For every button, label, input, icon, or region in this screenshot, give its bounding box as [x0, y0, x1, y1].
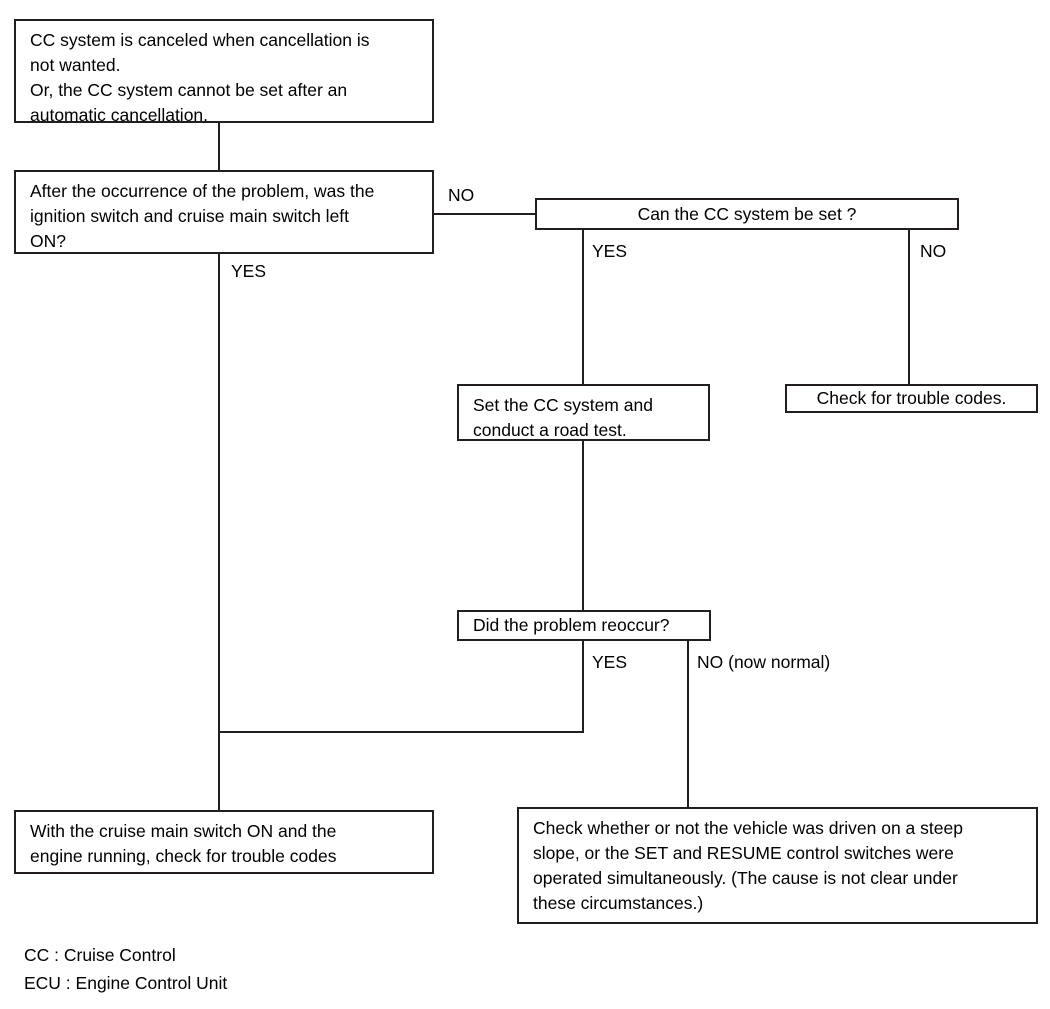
node-set-and-road-test-text: Set the CC system and conduct a road tes…: [473, 395, 653, 440]
node-problem-statement-text: CC system is canceled when cancellation …: [30, 30, 370, 125]
node-question-can-be-set-text: Can the CC system be set ?: [637, 203, 857, 224]
node-problem-statement: CC system is canceled when cancellation …: [14, 19, 434, 125]
edge-question2-yes-vertical: [582, 229, 584, 384]
node-question-reoccur-text: Did the problem reoccur?: [473, 615, 670, 635]
node-question-reoccur: Did the problem reoccur?: [457, 610, 711, 641]
edge-question1-no-horizontal: [433, 213, 537, 215]
edge-label-question1-yes: YES: [231, 261, 267, 281]
node-check-steep-slope: Check whether or not the vehicle was dri…: [517, 807, 1038, 924]
edge-question3-no-vertical: [687, 640, 689, 808]
node-check-trouble-codes: Check for trouble codes.: [785, 384, 1038, 413]
edge-question3-yes-horizontal: [218, 731, 584, 733]
edge-question3-yes-vertical: [582, 640, 584, 733]
node-question-switches-left-on: After the occurrence of the problem, was…: [14, 170, 434, 254]
edge-question1-yes-vertical: [218, 253, 220, 811]
node-check-trouble-codes-text: Check for trouble codes.: [816, 388, 1007, 408]
node-question-switches-left-on-text: After the occurrence of the problem, was…: [30, 181, 375, 251]
node-check-steep-slope-text: Check whether or not the vehicle was dri…: [533, 818, 963, 913]
edge-label-question2-yes: YES: [592, 241, 628, 261]
edge-label-question1-no: NO: [448, 185, 475, 205]
node-cruise-on-check-codes: With the cruise main switch ON and the e…: [14, 810, 434, 874]
legend-cc: CC : Cruise Control: [24, 945, 176, 965]
edge-question2-no-vertical: [908, 229, 910, 384]
edge-statement-to-question1: [218, 122, 220, 171]
edge-label-question3-no: NO (now normal): [697, 652, 831, 672]
edge-label-question2-no: NO: [920, 241, 947, 261]
node-set-and-road-test: Set the CC system and conduct a road tes…: [457, 384, 710, 441]
node-cruise-on-check-codes-text: With the cruise main switch ON and the e…: [30, 821, 337, 866]
edge-roadtest-to-question3: [582, 440, 584, 611]
edge-label-question3-yes: YES: [592, 652, 628, 672]
node-question-can-be-set: Can the CC system be set ?: [535, 198, 959, 230]
legend-ecu: ECU : Engine Control Unit: [24, 973, 228, 993]
